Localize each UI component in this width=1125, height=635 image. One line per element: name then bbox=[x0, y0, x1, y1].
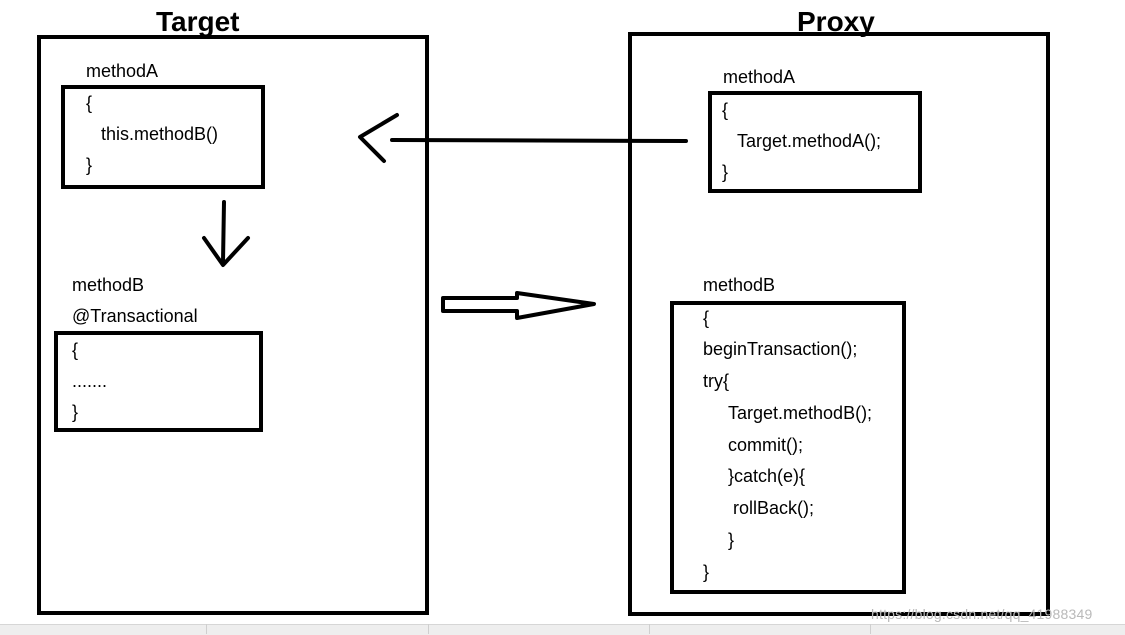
watermark: https://blog.csdn.net/qq_41988349 bbox=[871, 606, 1093, 622]
target-methoda-line-1: { bbox=[86, 93, 93, 113]
proxy-methodb-label: methodB bbox=[703, 275, 776, 295]
target-container bbox=[37, 35, 429, 615]
target-methoda-body-box bbox=[61, 85, 265, 189]
proxy-methodb-line-2: beginTransaction(); bbox=[703, 339, 858, 359]
call-arrow-methoda-to-methodb bbox=[202, 200, 250, 267]
proxy-methoda-line-1: { bbox=[722, 100, 729, 120]
target-methoda-line-3: } bbox=[86, 155, 93, 175]
block-arrow-target-to-proxy bbox=[441, 291, 596, 320]
proxy-methoda-line-2: Target.methodA(); bbox=[737, 131, 882, 151]
bottom-strip-divider bbox=[428, 624, 429, 634]
bottom-toolbar-strip bbox=[0, 624, 1125, 635]
target-methodb-line-2: ....... bbox=[72, 371, 108, 391]
proxy-methoda-body-box bbox=[708, 91, 922, 193]
target-title: Target bbox=[156, 6, 240, 37]
proxy-methodb-line-4: Target.methodB(); bbox=[728, 403, 873, 423]
bottom-strip-divider bbox=[870, 624, 871, 634]
proxy-methodb-line-9: } bbox=[703, 562, 710, 582]
target-methodb-line-1: { bbox=[72, 340, 79, 360]
proxy-container bbox=[628, 32, 1050, 616]
bottom-strip-divider bbox=[206, 624, 207, 634]
proxy-title: Proxy bbox=[797, 6, 875, 37]
target-methodb-line-3: } bbox=[72, 402, 79, 422]
target-methoda-label: methodA bbox=[86, 61, 159, 81]
proxy-methodb-line-1: { bbox=[703, 308, 710, 328]
proxy-methoda-label: methodA bbox=[723, 67, 796, 87]
proxy-methodb-line-7: rollBack(); bbox=[733, 498, 815, 518]
proxy-methoda-line-3: } bbox=[722, 162, 729, 182]
target-methodb-annotation: @Transactional bbox=[72, 306, 198, 326]
call-arrow-proxy-to-target bbox=[358, 113, 688, 163]
proxy-methodb-line-3: try{ bbox=[703, 371, 730, 391]
proxy-methodb-line-6: }catch(e){ bbox=[728, 466, 806, 486]
proxy-methodb-line-8: } bbox=[728, 530, 735, 550]
proxy-methodb-body-box bbox=[670, 301, 906, 594]
target-methodb-body-box bbox=[54, 331, 263, 432]
bottom-strip-divider bbox=[649, 624, 650, 634]
proxy-methodb-line-5: commit(); bbox=[728, 435, 803, 455]
target-methoda-line-2: this.methodB() bbox=[101, 124, 219, 144]
target-methodb-label: methodB bbox=[72, 275, 145, 295]
